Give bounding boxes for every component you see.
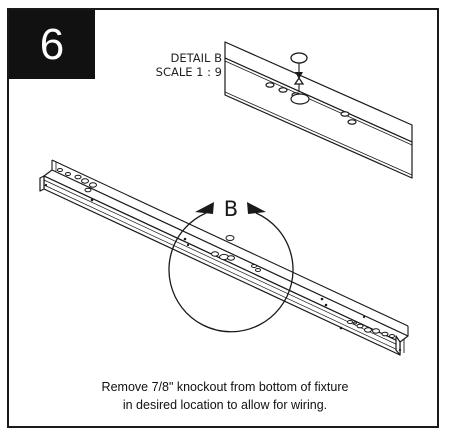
detail-scale: SCALE 1 : 9 [155,65,222,79]
detail-callout [168,202,294,333]
channel-holes [57,168,395,338]
instruction-line-1: Remove 7/8" knockout from bottom of fixt… [101,380,349,394]
detail-b-holes [265,82,357,125]
callout-letter: B [224,197,238,221]
step-number: 6 [39,20,65,69]
detail-title: DETAIL B [170,51,222,65]
detail-b-plate [224,41,413,179]
instruction-text: Remove 7/8" knockout from bottom of fixt… [40,378,410,414]
detail-label: DETAIL B SCALE 1 : 9 [118,51,222,79]
channel-dots [44,183,402,352]
instruction-line-2: in desired location to allow for wiring. [122,398,328,412]
knockout-disc [290,52,308,92]
step-number-badge: 6 [9,10,95,79]
